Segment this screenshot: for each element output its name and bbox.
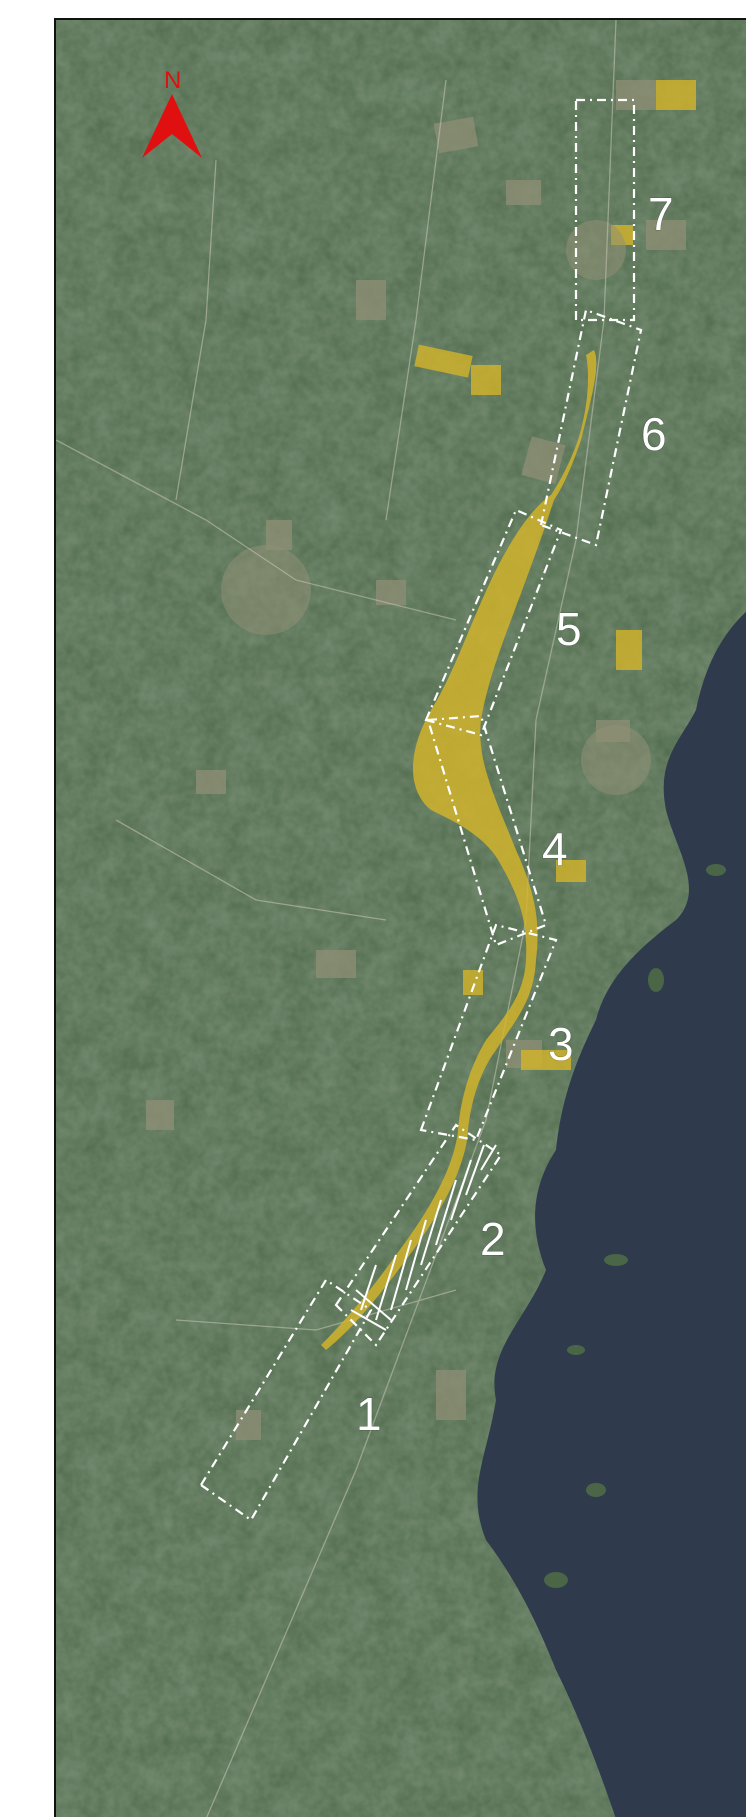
road bbox=[206, 20, 617, 1817]
segment-outlines bbox=[199, 98, 643, 1522]
island bbox=[567, 1345, 585, 1355]
zone-label-1: 1 bbox=[356, 1388, 382, 1440]
field-patch bbox=[316, 950, 356, 978]
hatch-line bbox=[465, 1144, 485, 1196]
field-patch bbox=[506, 180, 541, 205]
field-patch bbox=[521, 436, 566, 484]
yellow-field bbox=[521, 1050, 571, 1070]
town-area bbox=[581, 725, 651, 795]
zone-label-6: 6 bbox=[641, 408, 667, 460]
hatch-line bbox=[420, 1199, 442, 1266]
yellow-field bbox=[556, 860, 586, 882]
hatch-line bbox=[390, 1239, 412, 1311]
island bbox=[706, 864, 726, 876]
hatch-line bbox=[375, 1254, 397, 1321]
route-highlight[interactable] bbox=[321, 350, 597, 1350]
road bbox=[385, 79, 447, 521]
field-patch bbox=[646, 220, 686, 250]
map-frame: 1 2 3 4 5 6 7 N bbox=[54, 18, 746, 1817]
field-patch bbox=[146, 1100, 174, 1130]
road bbox=[175, 159, 217, 501]
island bbox=[648, 968, 664, 992]
road bbox=[56, 439, 457, 621]
field-patch bbox=[616, 80, 656, 110]
yellow-field bbox=[414, 344, 473, 378]
hatch-line bbox=[480, 1144, 497, 1171]
town bbox=[221, 220, 651, 795]
town-area bbox=[221, 545, 311, 635]
field-patch bbox=[196, 770, 226, 794]
yellow-field bbox=[463, 970, 483, 995]
field-patch bbox=[436, 1370, 466, 1420]
field-patch bbox=[433, 116, 479, 154]
island bbox=[544, 1572, 568, 1588]
yellow-field bbox=[656, 80, 696, 110]
segment-2-hatching bbox=[350, 1144, 497, 1331]
hatch-line bbox=[355, 1289, 392, 1321]
field-patch bbox=[266, 520, 292, 550]
zone-label-3: 3 bbox=[548, 1018, 574, 1070]
segment-6-outline[interactable] bbox=[539, 308, 643, 547]
north-arrow-icon bbox=[142, 94, 202, 158]
town-area bbox=[566, 220, 626, 280]
north-letter: N bbox=[164, 67, 181, 94]
zone-label-4: 4 bbox=[542, 823, 568, 875]
segment-7-outline[interactable] bbox=[574, 98, 636, 322]
segment-1-outline[interactable] bbox=[199, 1278, 373, 1522]
roads bbox=[56, 20, 617, 1817]
segment-3-outline[interactable] bbox=[419, 923, 558, 1142]
island bbox=[586, 1483, 606, 1497]
hatch-line bbox=[435, 1179, 457, 1246]
sea[interactable] bbox=[477, 610, 746, 1817]
hatch-line bbox=[350, 1309, 387, 1331]
zone-label-2: 2 bbox=[480, 1213, 506, 1265]
road bbox=[115, 819, 387, 921]
hatch-line bbox=[405, 1219, 427, 1291]
island bbox=[604, 1254, 628, 1266]
road bbox=[175, 1289, 457, 1331]
field-patch bbox=[356, 280, 386, 320]
yellow-field bbox=[471, 365, 501, 395]
hatch-line bbox=[360, 1264, 377, 1311]
yellow-fields bbox=[414, 80, 696, 1070]
field-patch bbox=[236, 1410, 261, 1440]
zone-label-7: 7 bbox=[648, 188, 674, 240]
segment-5-outline[interactable] bbox=[424, 508, 563, 737]
aerial-map[interactable]: 1 2 3 4 5 6 7 N bbox=[56, 20, 746, 1817]
islands bbox=[544, 864, 726, 1588]
north-arrow: N bbox=[142, 67, 202, 158]
segment-4-outline[interactable] bbox=[426, 714, 548, 947]
yellow-field bbox=[616, 630, 642, 670]
zone-label-5: 5 bbox=[556, 603, 582, 655]
hatch-line bbox=[450, 1159, 472, 1221]
